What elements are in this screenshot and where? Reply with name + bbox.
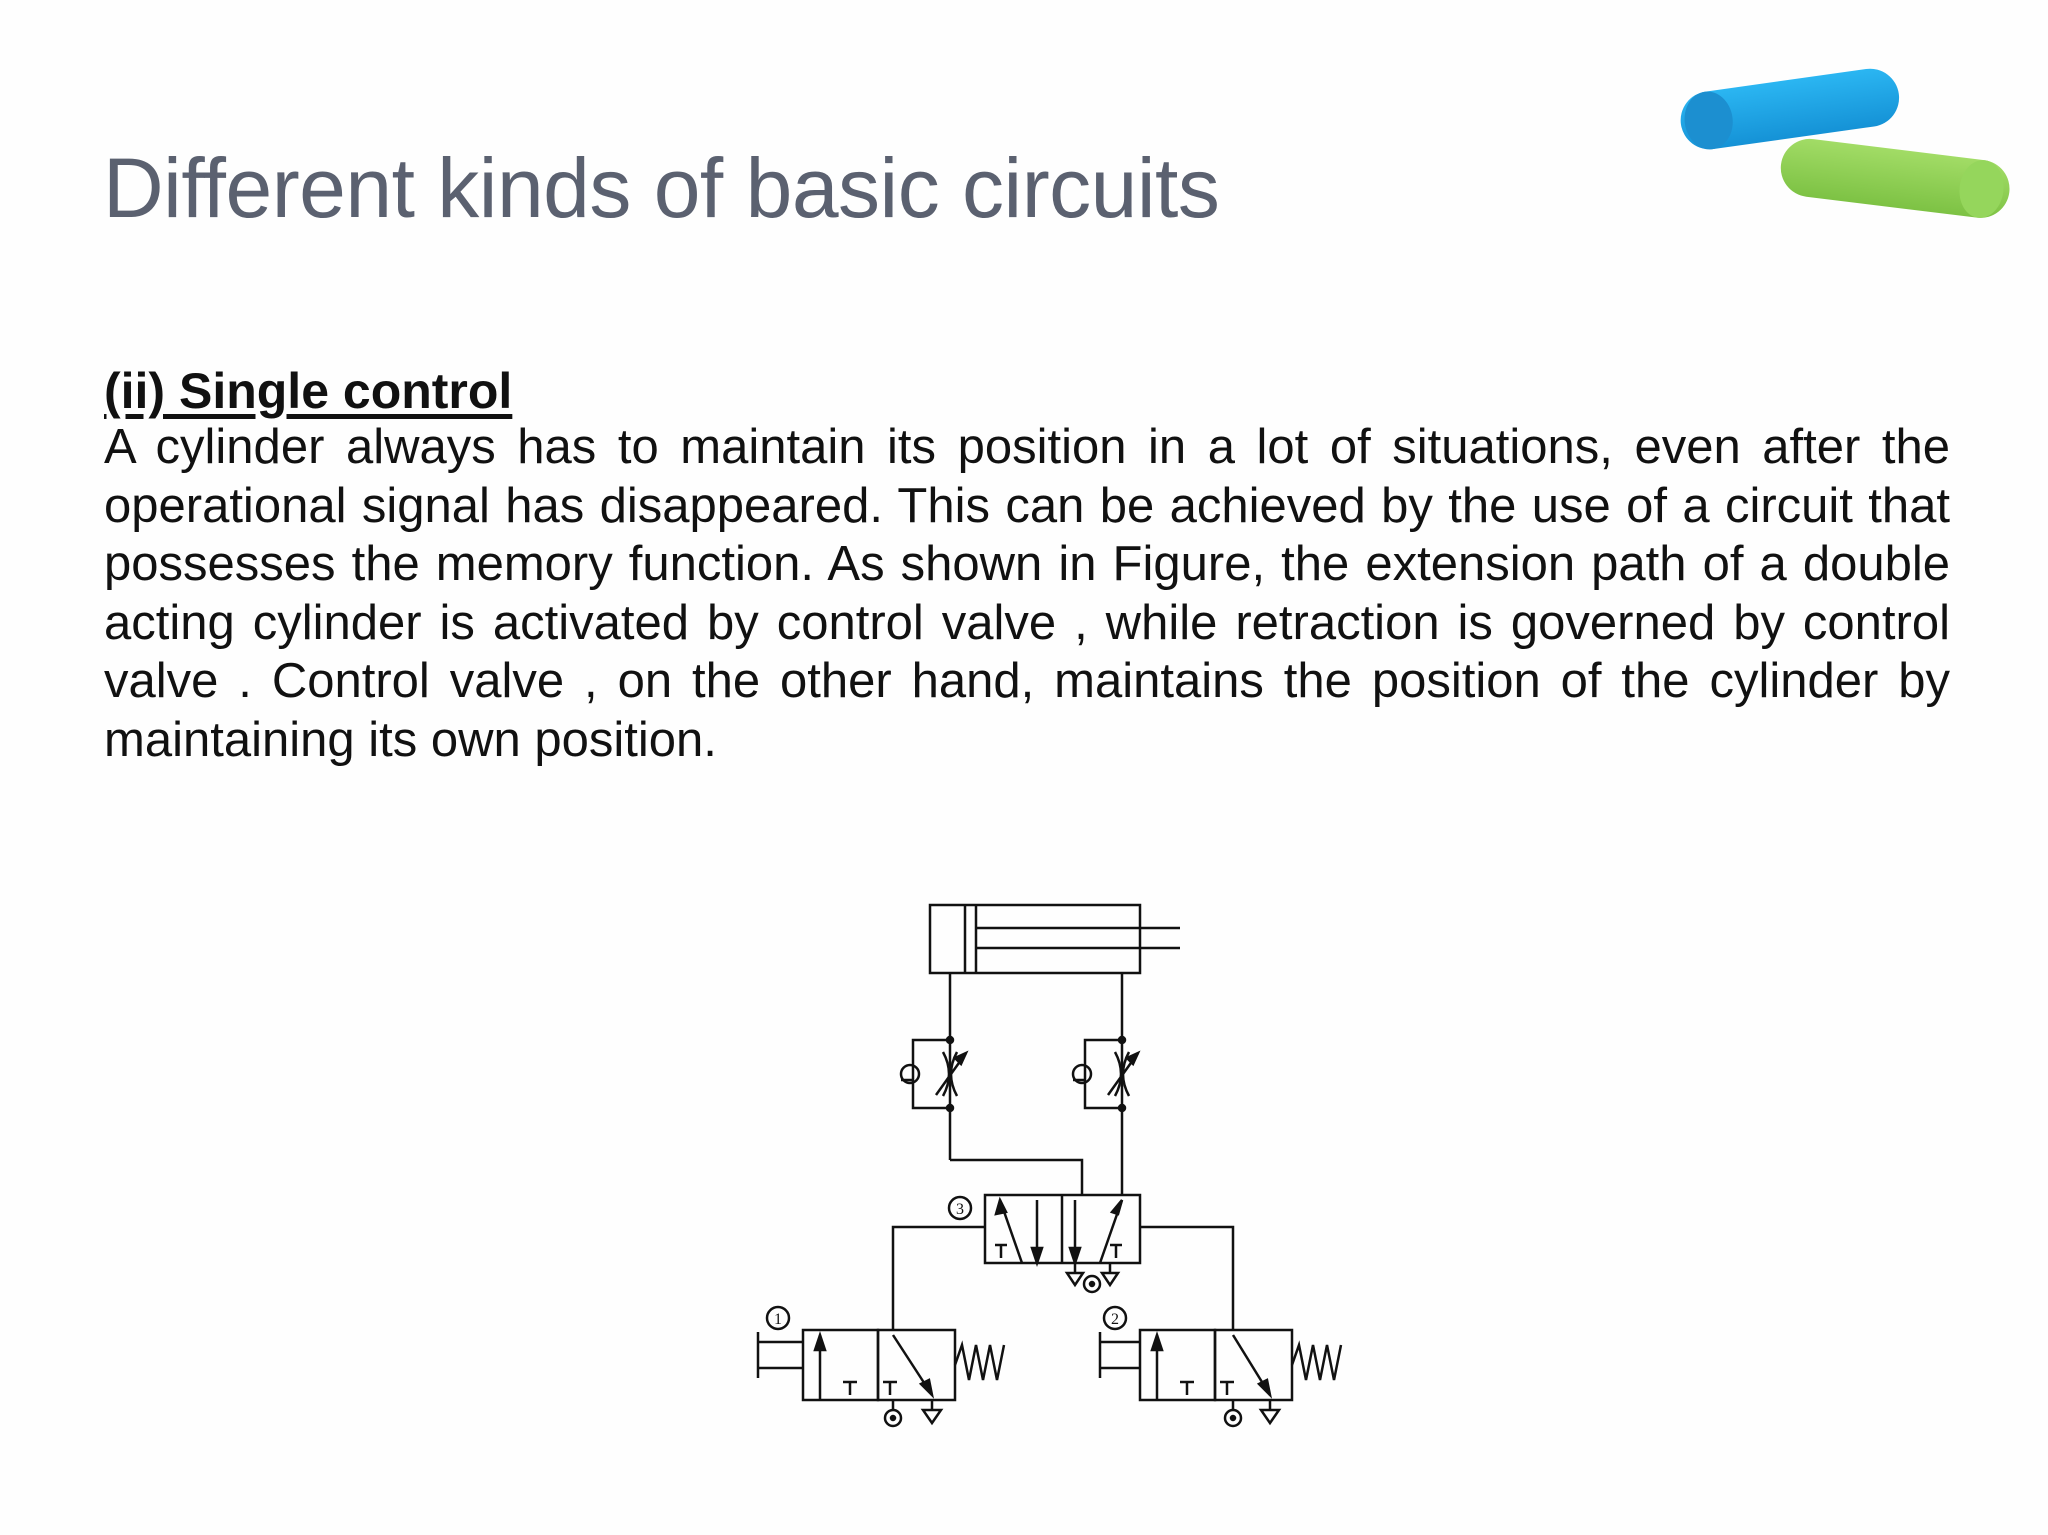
svg-text:2: 2 [1111,1311,1119,1328]
double-acting-cylinder [928,903,1180,975]
valve-2: 2 [1098,1305,1343,1428]
slide-title: Different kinds of basic circuits [103,141,1220,235]
section-heading: (ii) Single control [104,363,513,419]
valve-1: 1 [756,1305,1006,1428]
green-bar [1780,138,2010,218]
svg-text:3: 3 [956,1201,964,1218]
body-paragraph: A cylinder always has to maintain its po… [104,420,1950,767]
right-flow-control [1071,973,1141,1195]
main-valve [983,1193,1142,1294]
pneumatic-circuit-diagram: 3 1 2 [756,903,1343,1428]
decorative-bars [1680,68,2010,218]
blue-bar [1680,68,1900,150]
label-3: 3 [947,1195,973,1221]
left-flow-control [899,973,969,1160]
svg-text:1: 1 [774,1311,782,1328]
